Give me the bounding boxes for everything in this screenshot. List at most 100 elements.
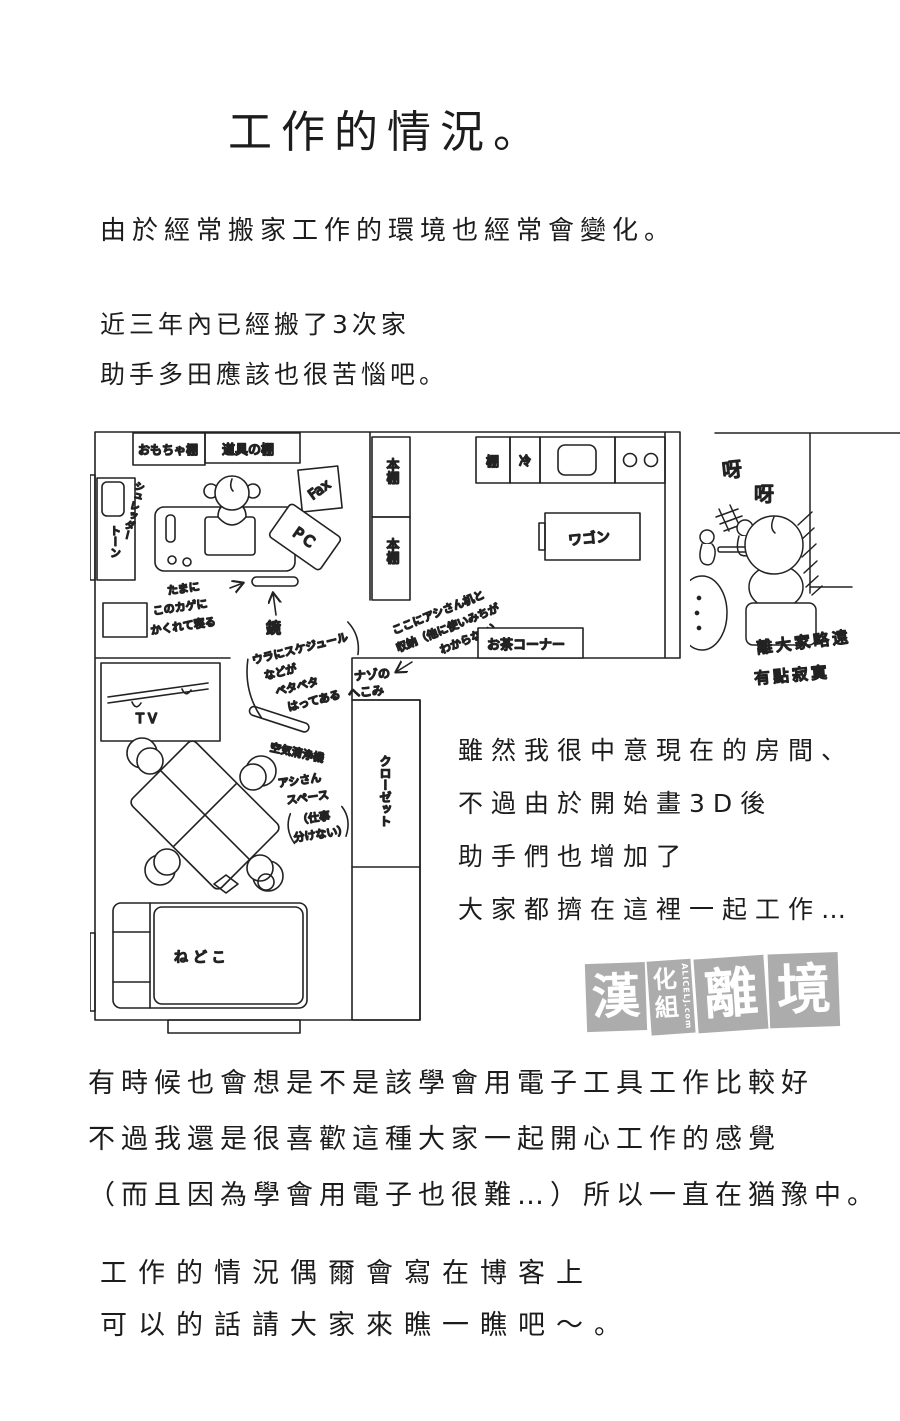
author-head	[214, 475, 250, 511]
author-from-behind	[744, 515, 817, 646]
assistant-space-line2: スペース	[286, 788, 330, 807]
page-title: 工作的情況。	[228, 107, 546, 158]
tv-label: TV	[135, 712, 161, 727]
room-comment-line3: 助手們也增加了	[458, 842, 690, 871]
toy-shelf-label: おもちゃ棚	[138, 442, 198, 457]
assistant-space-paren-right	[341, 805, 349, 838]
closing-paragraph-line2: 不過我還是很喜歡這種大家一起開心工作的感覺	[88, 1124, 781, 1155]
hide-note-arrow	[229, 583, 243, 588]
floor-stool	[257, 873, 275, 891]
stove-burner-1	[622, 452, 638, 468]
tool-shelf	[204, 432, 301, 464]
closet-label: クローゼット	[378, 755, 392, 827]
chair-back	[745, 602, 817, 646]
room-comment-line4: 大家都擠在這裡一起工作…	[458, 895, 855, 924]
entry-step	[167, 1019, 301, 1034]
closing-paragraph-line3: （而且因為學會用電子也很難…）所以一直在猶豫中。	[88, 1180, 880, 1211]
sink-counter	[539, 436, 616, 484]
watermark-huazu: 化 組	[647, 960, 683, 1036]
blog-invitation-line2: 可以的話請大家來瞧一瞧吧～。	[100, 1310, 632, 1341]
air-purifier	[248, 705, 310, 733]
wall-hatching	[797, 511, 823, 596]
inset-caption-line2: 有點寂寞	[753, 662, 830, 688]
inset-panel: 呀 呀 離大家略遠 有點寂寞	[690, 432, 900, 689]
tea-corner-label: お茶コーナー	[487, 637, 565, 653]
shredder	[101, 481, 125, 517]
kitchen-shelf-label: 棚	[486, 455, 499, 470]
tea-corner	[477, 627, 584, 659]
floor-cushion	[213, 874, 239, 894]
closet	[351, 699, 421, 1021]
watermark-char-li: 離	[693, 954, 769, 1034]
air-purifier-label: 空気清浄機	[269, 740, 326, 765]
tv-cabinet	[100, 662, 221, 742]
pc-tower	[268, 503, 342, 571]
hide-note-line2: このカゲに	[152, 597, 208, 618]
mirror-arrow	[273, 593, 276, 616]
dent-label-line2: へこみ	[347, 683, 384, 700]
tv-soundbar	[107, 682, 209, 708]
paragraph-moving: 近三年內已經搬了3次家 助手多田應該也很苦惱吧。	[100, 300, 448, 400]
desk-note-arrow	[396, 662, 413, 672]
assistant-space-line3: （仕事	[296, 809, 330, 826]
desk-island	[130, 740, 280, 890]
sink-basin	[557, 444, 597, 476]
watermark-char-hua: 化	[651, 964, 678, 995]
bookshelf-2	[371, 516, 411, 601]
mirror-note-paren-left	[246, 658, 263, 719]
fax-machine	[297, 465, 343, 513]
blog-invitation-line1: 工作的情況偶爾會寫在博客上	[100, 1258, 594, 1289]
watermark-char-jing: 境	[767, 952, 841, 1029]
desk-item-dot1	[167, 555, 177, 565]
sfx-ya-1: 呀	[721, 457, 743, 483]
assistant-space-line4: 分けない）	[293, 824, 349, 845]
floorplan-diagram: おもちゃ棚 道具の棚 Fax PC 本棚 本棚 棚 冷	[90, 431, 681, 1034]
assistant-figure-east	[239, 755, 277, 791]
stove-burner-2	[643, 452, 659, 468]
side-cabinet	[96, 477, 136, 581]
assistant-figure-south	[246, 854, 284, 892]
silence-bubble	[690, 575, 728, 651]
stove-counter	[614, 436, 666, 484]
watermark-char-zu: 組	[653, 992, 680, 1022]
closing-paragraph: 有時候也會想是不是該學會用電子工具工作比較好 不過我還是很喜歡這種大家一起開心工…	[88, 1056, 880, 1224]
desk-slot	[165, 514, 176, 543]
paragraph-moving-line1: 近三年內已經搬了3次家	[100, 310, 410, 339]
assistant-figure-north	[126, 737, 164, 775]
desk-item-dot2	[182, 557, 192, 567]
tone-label: トーン	[109, 525, 122, 558]
sfx-strokes	[715, 504, 747, 532]
author-hair-part	[229, 478, 234, 492]
wagon-label: ワゴン	[567, 528, 611, 549]
shredder-label: シュレッダー	[119, 480, 145, 541]
mirror-note-line2: などが	[263, 661, 298, 683]
fridge-label: 冷	[519, 454, 531, 468]
translator-watermark: 漢 化 組 ALICELJ.com 離 境	[584, 951, 841, 1038]
room-comment: 雖然我很中意現在的房間、 不過由於開始畫3D後 助手們也增加了 大家都擠在這裡一…	[458, 724, 854, 936]
mirror	[251, 576, 299, 587]
room-comment-line1: 雖然我很中意現在的房間、	[458, 736, 855, 765]
assistant-space-line1: アシさん	[277, 771, 322, 790]
closing-paragraph-line1: 有時候也會想是不是該學會用電子工具工作比較好	[88, 1068, 814, 1099]
bookshelf-2-label: 本棚	[384, 538, 400, 564]
paragraph-moving-line2: 助手多田應該也很苦惱吧。	[100, 360, 449, 389]
distant-figure-1	[699, 529, 716, 566]
blog-invitation: 工作的情況偶爾會寫在博客上 可以的話請大家來瞧一瞧吧～。	[100, 1248, 632, 1352]
intro-text: 由於經常搬家工作的環境也經常會變化。	[100, 216, 677, 246]
wagon-handle	[538, 522, 546, 551]
mirror-note-paren-right	[347, 621, 360, 656]
wall-protrusion-top	[90, 474, 96, 581]
bed-mattress	[153, 906, 304, 1005]
mirror-label: 鏡	[266, 619, 281, 637]
assistant-space-paren-left	[287, 812, 296, 845]
tool-shelf-label: 道具の棚	[222, 443, 274, 458]
dent-label-line1: ナゾの	[353, 666, 390, 683]
watermark-char-han: 漢	[584, 962, 648, 1033]
sfx-ya-2: 呀	[754, 482, 774, 506]
assistant-figure-west	[144, 848, 181, 886]
hide-note-line3: かくれて寝る	[150, 614, 217, 637]
room-comment-line2: 不過由於開始畫3D後	[458, 789, 774, 818]
bed-frame	[112, 902, 308, 1009]
watermark-group-name: 化 組 ALICELJ.com	[646, 958, 696, 1036]
corner-shelf	[102, 602, 148, 638]
